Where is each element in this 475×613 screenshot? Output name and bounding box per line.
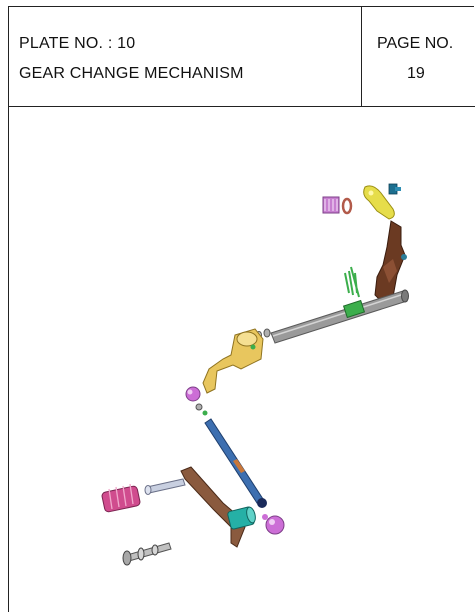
stopper-plate: [363, 185, 395, 220]
plate-number: PLATE NO. : 10: [19, 35, 136, 52]
tie-rod-end-lower: [262, 514, 285, 535]
gear-pedal: [180, 466, 246, 548]
pedal-pivot-bolt: [144, 478, 186, 495]
return-spring: [322, 196, 340, 214]
pedal-rubber: [101, 483, 141, 513]
shift-shaft: [256, 289, 409, 344]
tie-rod: [204, 418, 267, 508]
exploded-parts-drawing: [9, 107, 475, 613]
spring-washer: [341, 197, 353, 215]
page-label: PAGE NO.: [377, 35, 454, 52]
pedal-bushing: [227, 506, 256, 530]
header-divider: [361, 7, 362, 107]
stopper-bolt: [388, 183, 401, 195]
shaft-spring: [342, 266, 366, 319]
page-number: 19: [407, 65, 425, 82]
gear-change-mechanism-diagram: [101, 183, 409, 566]
plate-frame: PLATE NO. : 10 GEAR CHANGE MECHANISM PAG…: [8, 6, 475, 613]
tie-rod-end-upper: [185, 386, 208, 416]
shift-lever: [202, 328, 264, 394]
plate-title: GEAR CHANGE MECHANISM: [19, 65, 244, 82]
pivot-pin: [122, 542, 172, 566]
plate-header: PLATE NO. : 10 GEAR CHANGE MECHANISM PAG…: [9, 7, 475, 107]
shift-cam-drum-arm: [374, 220, 407, 304]
